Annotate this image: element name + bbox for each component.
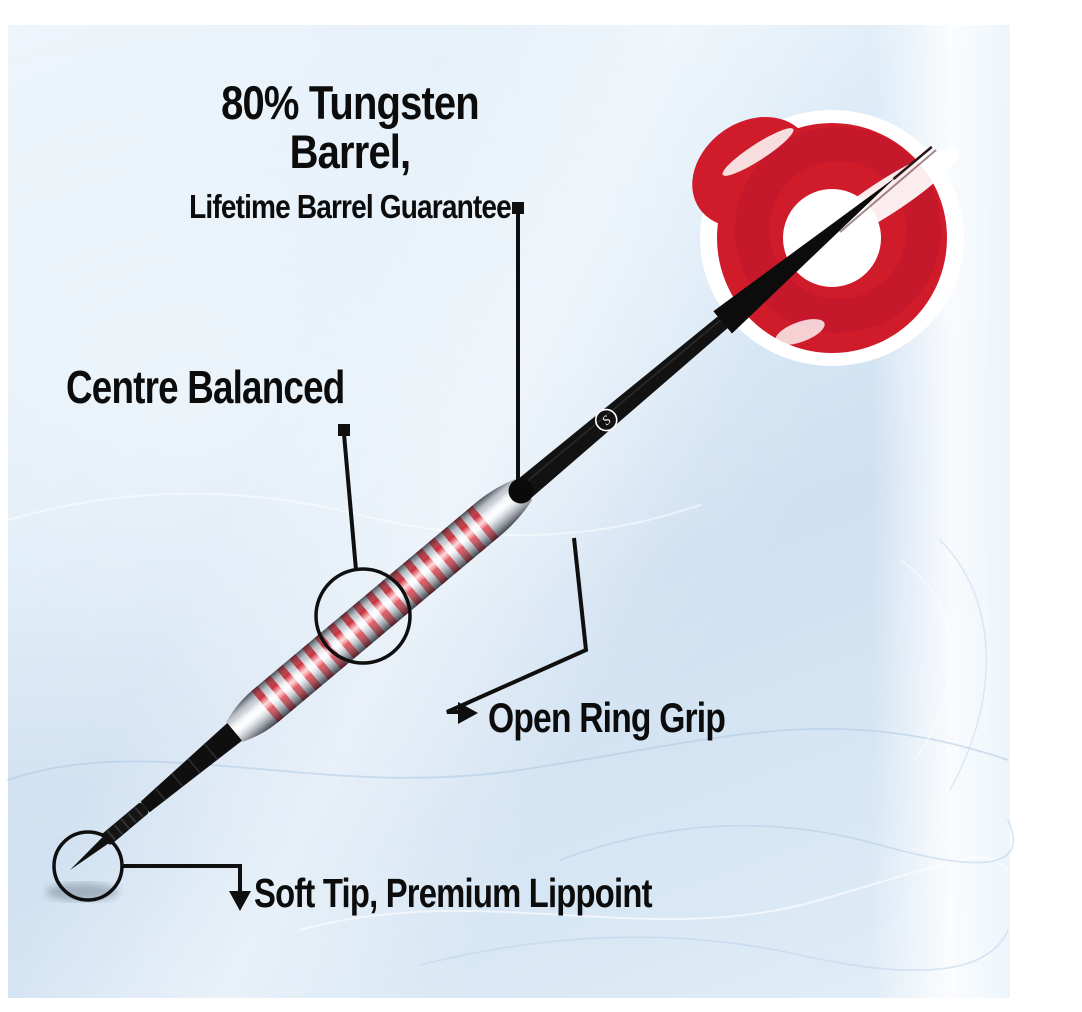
flight-crease-line <box>839 149 937 233</box>
wave-line <box>899 559 953 761</box>
wave-line <box>939 539 988 791</box>
flight-white-streak <box>810 147 960 249</box>
tip-callout-line <box>122 864 242 891</box>
centre-balanced-label: Centre Balanced <box>66 361 345 413</box>
grip-callout-arrow <box>458 702 478 724</box>
flight-white-notch <box>775 319 825 345</box>
shaft-highlight <box>526 316 725 482</box>
decorative-waves <box>7 492 1014 972</box>
centre-callout-line <box>342 433 358 571</box>
wave-line <box>559 819 1014 864</box>
flight-white-streak-small <box>722 128 794 176</box>
wave-line <box>7 492 701 537</box>
centre-callout-circle <box>314 567 412 665</box>
dart-body: S <box>70 145 933 870</box>
centre-callout-square <box>338 424 350 436</box>
collar-grooves <box>154 743 219 801</box>
tungsten-callout-square <box>512 202 524 214</box>
flight-red-ring-inner <box>735 127 941 333</box>
wave-line <box>7 728 1009 781</box>
tip-callout-arrow <box>229 891 251 911</box>
flight-spike <box>713 177 896 334</box>
tungsten-callout-dot <box>508 478 534 504</box>
tip-collar <box>140 722 243 813</box>
grip-callout-line <box>446 537 589 714</box>
open-ring-grip-label: Open Ring Grip <box>488 694 726 741</box>
tungsten-barrel-label: 80% Tungsten Barrel, Lifetime Barrel Gua… <box>159 78 542 225</box>
tungsten-barrel-label-line1: 80% Tungsten Barrel, <box>221 76 480 179</box>
wave-line <box>299 856 1009 931</box>
dart-shaft <box>516 310 736 499</box>
flight-edge-line <box>892 145 933 180</box>
tungsten-barrel-label-line2: Lifetime Barrel Guarantee <box>189 187 512 225</box>
wave-line <box>419 929 1009 972</box>
soft-tip-ribs <box>106 806 144 841</box>
callout-graphics <box>52 202 589 911</box>
soft-tip-label: Soft Tip, Premium Lippoint <box>254 870 653 916</box>
barrel-cylinder-shading <box>226 479 533 742</box>
soft-tip-point <box>70 835 110 870</box>
dart-flight <box>692 110 964 366</box>
